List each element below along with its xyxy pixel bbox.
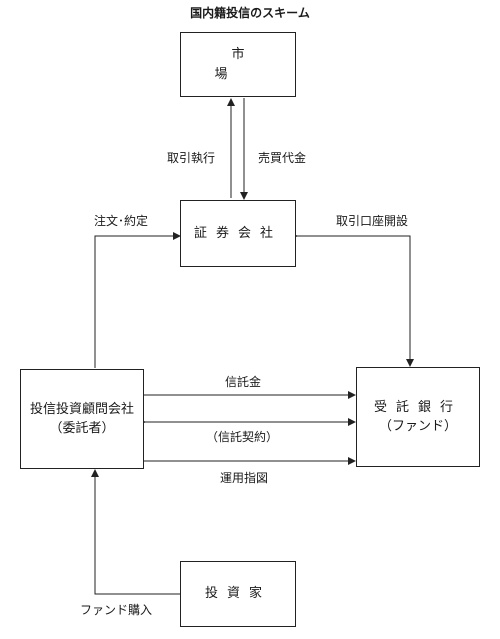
sale-proceeds-label: 売買代金 <box>258 151 307 165</box>
investor-label: 投資家 <box>204 586 271 602</box>
market-node: 市 場 <box>180 32 296 97</box>
investor-node: 投資家 <box>180 561 296 627</box>
investment-advisor-node: 投信投資顧問会社 （委託者） <box>20 369 144 469</box>
securities-node: 証券会社 <box>180 200 296 267</box>
investment-advisor-label: 投信投資顧問会社 <box>29 401 134 417</box>
trust-contract-label: （信託契約） <box>206 430 279 444</box>
operation-instruction-label: 運用指図 <box>220 471 269 485</box>
order-agreement-label: 注文･約定 <box>94 214 149 228</box>
order-agreement-arrow <box>94 232 181 368</box>
trust-bank-label: 受託銀行 <box>373 399 462 415</box>
securities-label: 証券会社 <box>193 225 282 241</box>
account-opening-arrow <box>290 232 414 367</box>
fund-purchase-arrow <box>91 469 180 595</box>
account-opening-label: 取引口座開設 <box>336 214 409 228</box>
trust-bank-node: 受託銀行 （ファンド） <box>356 367 480 467</box>
diagram-title: 国内籍投信のスキーム <box>190 6 310 20</box>
trade-execution-label: 取引執行 <box>167 151 216 165</box>
fund-purchase-label: ファンド購入 <box>80 603 153 617</box>
trust-money-label: 信託金 <box>225 375 262 389</box>
trust-bank-sub: （ファンド） <box>378 419 457 434</box>
investment-advisor-sub: （委託者） <box>49 421 115 436</box>
market-label: 市 場 <box>214 47 326 82</box>
